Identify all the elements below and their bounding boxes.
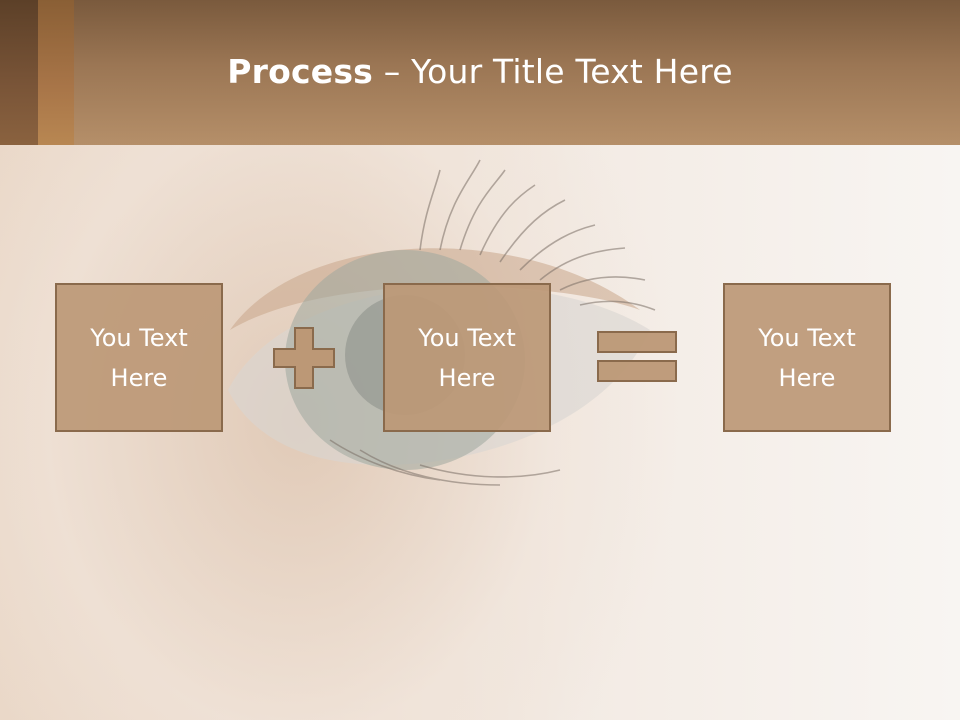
process-box-1[interactable]: You Text Here: [55, 283, 223, 432]
equals-bar-top: [597, 331, 677, 353]
title-bold: Process: [227, 52, 374, 91]
plus-icon: [273, 327, 335, 389]
slide-title: Process – Your Title Text Here: [0, 52, 960, 91]
process-box-3[interactable]: You Text Here: [723, 283, 891, 432]
process-box-3-label: You Text Here: [758, 323, 856, 392]
header-accent-dark: [0, 0, 38, 145]
process-box-2-label: You Text Here: [418, 323, 516, 392]
process-box-2[interactable]: You Text Here: [383, 283, 551, 432]
process-box-1-label: You Text Here: [90, 323, 188, 392]
title-rest: – Your Title Text Here: [373, 52, 733, 91]
title-bar: Process – Your Title Text Here: [0, 0, 960, 145]
header-accent-light: [38, 0, 74, 145]
equals-bar-bottom: [597, 360, 677, 382]
